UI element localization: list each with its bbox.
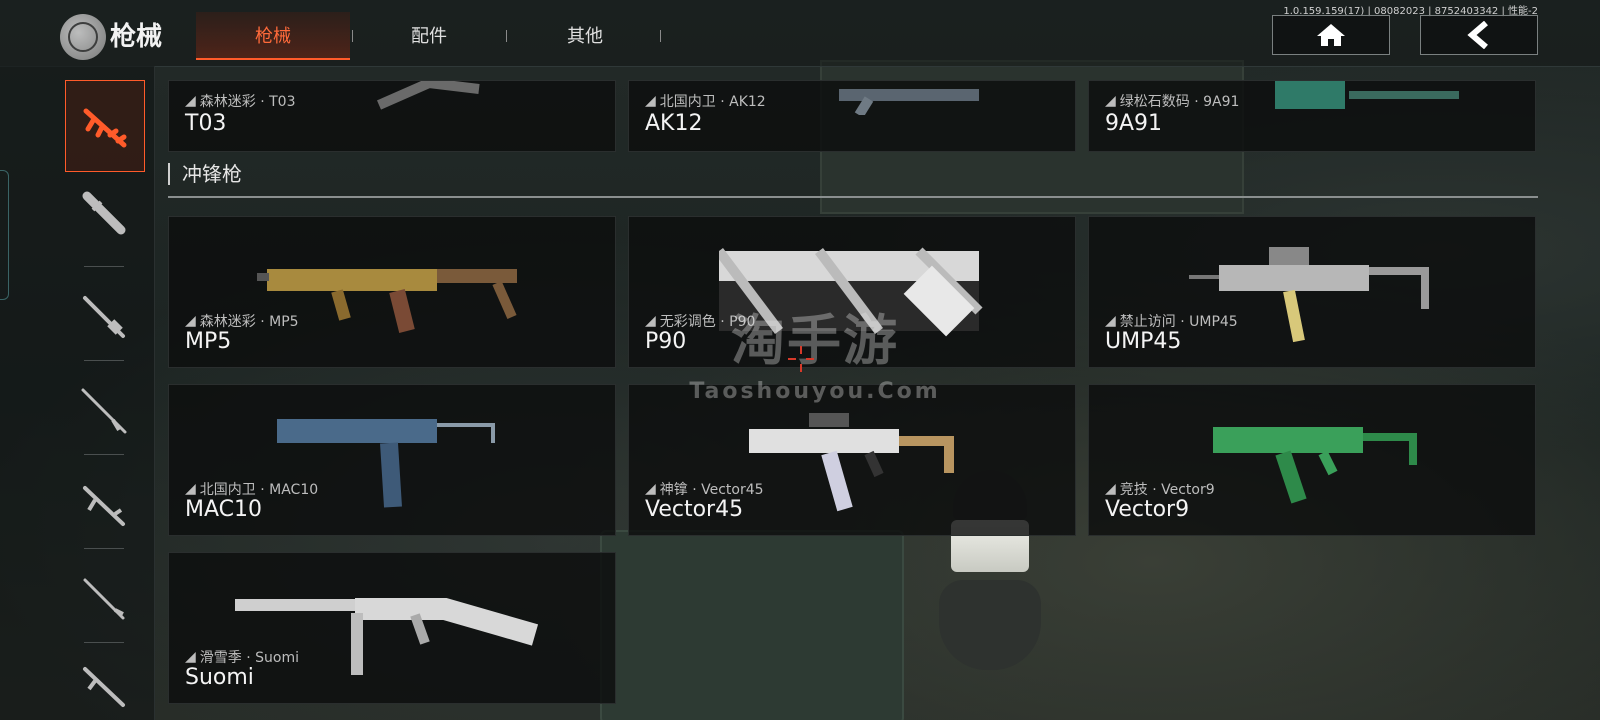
tab-separator <box>660 30 661 42</box>
weapon-name: Suomi <box>185 665 254 690</box>
weapon-card-ump45[interactable]: ◢禁止访问 · UMP45 UMP45 <box>1088 216 1536 368</box>
tab-separator <box>352 30 353 42</box>
sidebar-item-assault-rifle[interactable] <box>65 80 145 172</box>
weapon-card-ak12[interactable]: ◢北国内卫 · AK12 AK12 <box>628 80 1076 152</box>
ump45-weapon-image <box>1189 247 1429 343</box>
ak12-weapon-image <box>839 89 979 115</box>
weapon-skin-label: ◢神镎 · Vector45 <box>645 481 764 498</box>
tag-icon: ◢ <box>645 93 656 109</box>
tab-attachments[interactable]: 配件 <box>411 26 447 47</box>
lmg-icon <box>83 296 125 338</box>
tag-icon: ◢ <box>1105 481 1116 497</box>
weapon-name: Vector9 <box>1105 497 1190 522</box>
mp5-weapon-image <box>257 269 517 333</box>
sidebar-item-carbine[interactable] <box>65 648 143 720</box>
ak-rifle-icon <box>83 486 125 526</box>
weapon-skin-label: ◢绿松石数码 · 9A91 <box>1105 93 1240 110</box>
tag-icon: ◢ <box>185 481 196 497</box>
weapon-category-sidebar <box>0 66 155 720</box>
weapon-skin-label: ◢禁止访问 · UMP45 <box>1105 313 1238 330</box>
back-icon <box>1467 21 1488 49</box>
weapon-card-9a91[interactable]: ◢绿松石数码 · 9A91 9A91 <box>1088 80 1536 152</box>
weapon-skin-label: ◢森林迷彩 · MP5 <box>185 313 299 330</box>
sidebar-edge-tab[interactable] <box>0 170 9 300</box>
tab-firearms[interactable]: 枪械 <box>196 12 350 60</box>
tag-icon: ◢ <box>185 313 196 329</box>
weapon-card-vector45[interactable]: ◢神镎 · Vector45 Vector45 <box>628 384 1076 536</box>
marksman-rifle-icon <box>83 578 125 620</box>
sidebar-divider <box>84 360 124 361</box>
9a91-weapon-image <box>1275 81 1459 109</box>
carbine-icon <box>83 667 125 707</box>
version-text: 1.0.159.159(17) | 08082023 | 8752403342 … <box>1283 6 1538 17</box>
home-button[interactable] <box>1272 15 1390 55</box>
weapon-skin-label: ◢北国内卫 · AK12 <box>645 93 766 110</box>
sidebar-item-marksman-rifle[interactable] <box>65 554 143 644</box>
weapon-card-mp5[interactable]: ◢森林迷彩 · MP5 MP5 <box>168 216 616 368</box>
section-divider <box>168 196 1538 198</box>
sidebar-divider <box>84 642 124 643</box>
sidebar-divider <box>84 266 124 267</box>
back-button[interactable] <box>1420 15 1538 55</box>
suomi-weapon-image <box>235 598 539 675</box>
crosshair-icon <box>788 346 814 372</box>
sidebar-item-smg[interactable] <box>65 168 143 258</box>
weapon-name: UMP45 <box>1105 329 1182 354</box>
weapon-skin-label: ◢竞技 · Vector9 <box>1105 481 1215 498</box>
globe-logo-icon <box>60 14 106 60</box>
tag-icon: ◢ <box>1105 93 1116 109</box>
tag-icon: ◢ <box>185 649 196 665</box>
vector45-weapon-image <box>749 413 954 512</box>
weapon-skin-label: ◢滑雪季 · Suomi <box>185 649 299 666</box>
page-title: 枪械 <box>110 22 163 52</box>
sniper-rifle-icon <box>81 388 127 434</box>
weapon-card-suomi[interactable]: ◢滑雪季 · Suomi Suomi <box>168 552 616 704</box>
t03-weapon-image <box>376 81 480 110</box>
weapon-name: Vector45 <box>645 497 744 522</box>
weapon-card-p90[interactable]: ◢无彩调色 · P90 P90 <box>628 216 1076 368</box>
smg-icon <box>82 191 126 235</box>
mac10-weapon-image <box>277 419 495 508</box>
tag-icon: ◢ <box>185 93 196 109</box>
sidebar-item-ak-rifle[interactable] <box>65 460 143 550</box>
sidebar-item-lmg[interactable] <box>65 272 143 362</box>
tab-separator <box>506 30 507 42</box>
home-icon <box>1317 24 1345 46</box>
tab-others[interactable]: 其他 <box>567 26 603 47</box>
p90-weapon-image <box>719 247 983 337</box>
weapon-name: MAC10 <box>185 497 262 522</box>
weapon-name: P90 <box>645 329 687 354</box>
sidebar-divider <box>84 548 124 549</box>
sidebar-item-sniper-rifle[interactable] <box>65 366 143 456</box>
weapon-card-mac10[interactable]: ◢北国内卫 · MAC10 MAC10 <box>168 384 616 536</box>
weapon-name: T03 <box>185 111 227 136</box>
vector9-weapon-image <box>1213 427 1417 504</box>
tag-icon: ◢ <box>1105 313 1116 329</box>
assault-rifle-icon <box>83 108 127 148</box>
section-title-smg: 冲锋枪 <box>168 163 242 185</box>
weapon-name: 9A91 <box>1105 111 1163 136</box>
tag-icon: ◢ <box>645 313 656 329</box>
weapon-card-vector9[interactable]: ◢竞技 · Vector9 Vector9 <box>1088 384 1536 536</box>
weapon-skin-label: ◢无彩调色 · P90 <box>645 313 756 330</box>
weapon-name: AK12 <box>645 111 703 136</box>
top-bar: 枪械 枪械 配件 其他 1.0.159.159(17) | 08082023 |… <box>0 0 1600 67</box>
tag-icon: ◢ <box>645 481 656 497</box>
weapon-skin-label: ◢森林迷彩 · T03 <box>185 93 296 110</box>
weapon-name: MP5 <box>185 329 232 354</box>
weapon-card-t03[interactable]: ◢森林迷彩 · T03 T03 <box>168 80 616 152</box>
sidebar-divider <box>84 454 124 455</box>
weapon-skin-label: ◢北国内卫 · MAC10 <box>185 481 319 498</box>
background-crate <box>600 530 904 720</box>
